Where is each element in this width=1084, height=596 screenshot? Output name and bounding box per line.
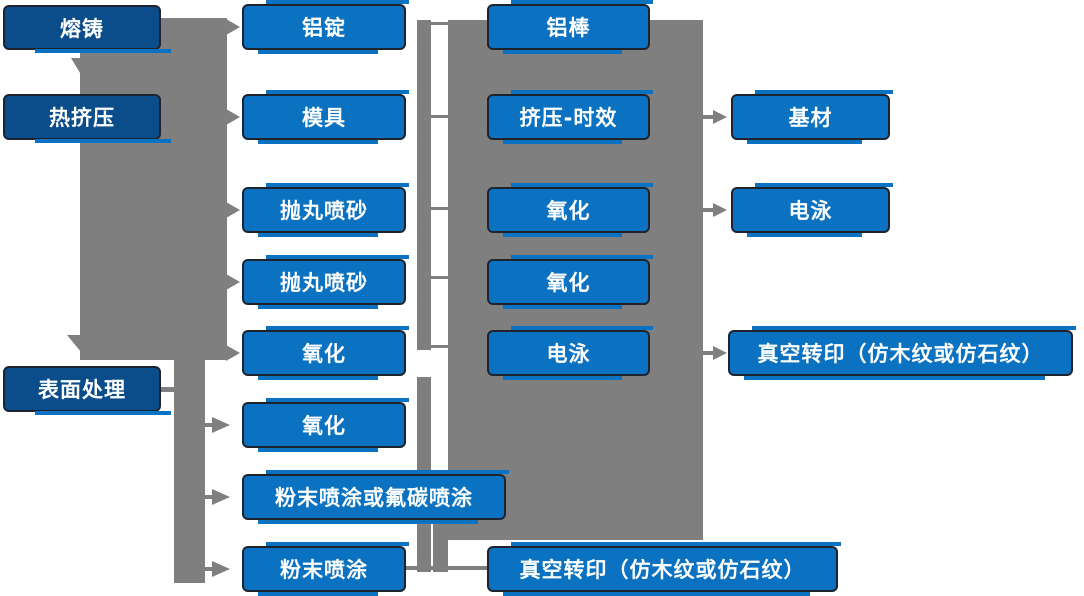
flow-box-melt-casting: 熔铸 (3, 5, 171, 53)
flow-box-vacuum-transfer-print-bottom: 真空转印（仿木纹或仿石纹） (487, 542, 841, 596)
flow-box-surface-treatment: 表面处理 (3, 366, 171, 415)
arrow-to-powder-fluoro-icon (212, 489, 230, 505)
flow-box-electrophoresis-2: 电泳 (731, 183, 893, 237)
flow-connector-shaft-to-electrophoresis (703, 208, 715, 212)
flow-box-label: 表面处理 (38, 378, 126, 402)
flow-connector-mid-link-row1 (430, 22, 448, 25)
arrow-to-vacuum-print-right-icon (713, 346, 727, 360)
flow-connector-bottom-link-line (406, 566, 487, 570)
flow-box-aluminum-rod: 铝棒 (487, 0, 653, 54)
flow-connector-mid-link-row4 (430, 276, 448, 279)
flow-connector-shaft-to-powder-coating (205, 567, 214, 571)
flow-box-label: 氧化 (546, 271, 591, 295)
flow-box-vacuum-transfer-print-right: 真空转印（仿木纹或仿石纹） (728, 326, 1076, 380)
flow-box-label: 模具 (302, 106, 346, 130)
flow-box-shot-blast-sandblast-1: 抛丸喷砂 (242, 183, 409, 237)
flow-connector-shaft-to-vacuum-print (703, 351, 715, 355)
arrow-to-electrophoresis-2-icon (713, 203, 727, 217)
flow-box-label: 挤压-时效 (519, 106, 618, 130)
flow-box-powder-coating: 粉末喷涂 (242, 542, 409, 596)
arrow-down-to-hot-extrusion-icon (71, 58, 101, 83)
flow-connector-left-trunk-upper (80, 18, 227, 360)
flow-connector-mid-bar-lower-2 (433, 524, 448, 572)
flow-box-electrophoresis-1: 电泳 (487, 326, 653, 380)
flow-box-label: 熔铸 (60, 16, 104, 41)
flow-connector-mid-bar-upper (417, 20, 431, 350)
arrow-to-shot-blast-1-icon (226, 202, 240, 218)
flow-box-powder-or-fluorocarbon-coat: 粉末喷涂或氟碳喷涂 (242, 470, 509, 524)
flow-box-label: 氧化 (302, 342, 346, 366)
arrow-to-oxidation-1-icon (226, 345, 240, 361)
flow-box-extrusion-aging: 挤压-时效 (487, 90, 653, 144)
arrow-to-shot-blast-2-icon (226, 274, 240, 290)
flow-box-label: 氧化 (302, 414, 346, 438)
flow-connector-shaft-to-oxidation-2 (205, 423, 214, 427)
flow-box-label: 氧化 (546, 199, 591, 223)
flow-box-label: 热挤压 (49, 106, 115, 130)
flow-box-label: 粉末喷涂 (280, 558, 368, 582)
flow-box-base-material: 基材 (731, 90, 893, 144)
flow-box-label: 抛丸喷砂 (280, 199, 368, 223)
flow-box-shot-blast-sandblast-2: 抛丸喷砂 (242, 255, 409, 309)
flow-box-label: 真空转印（仿木纹或仿石纹） (757, 342, 1044, 366)
arrow-to-oxidation-2-icon (212, 417, 230, 433)
flow-box-oxidation-4: 氧化 (487, 255, 653, 309)
flow-box-label: 铝棒 (546, 16, 591, 40)
arrow-to-aluminum-ingot-icon (226, 19, 240, 35)
flow-box-oxidation-1: 氧化 (242, 326, 409, 380)
flow-box-oxidation-2: 氧化 (242, 398, 409, 452)
flow-box-oxidation-3: 氧化 (487, 183, 653, 237)
flow-connector-mid-link-row2 (430, 115, 448, 118)
flow-box-label: 抛丸喷砂 (280, 271, 368, 295)
arrow-to-powder-coating-icon (212, 561, 230, 577)
flow-connector-left-trunk-lower (174, 358, 205, 583)
arrow-to-base-material-icon (713, 110, 727, 124)
flow-connector-shaft-to-base-material (703, 115, 715, 119)
flow-connector-shaft-to-powder-fluoro (205, 495, 214, 499)
flow-box-label: 铝锭 (302, 16, 346, 40)
flow-connector-mid-link-row5 (430, 345, 448, 348)
flow-box-label: 粉末喷涂或氟碳喷涂 (275, 486, 473, 510)
arrow-down-to-surface-treat-icon (67, 335, 105, 358)
flow-box-label: 基材 (788, 106, 833, 130)
flow-box-hot-extrusion: 热挤压 (3, 94, 171, 143)
flow-box-label: 电泳 (546, 342, 591, 366)
flow-connector-surface-treatment-stub (161, 387, 175, 392)
arrow-to-mold-icon (226, 109, 240, 125)
flow-box-mold: 模具 (242, 90, 409, 144)
flow-box-label: 电泳 (788, 199, 833, 223)
flow-box-aluminum-ingot: 铝锭 (242, 0, 409, 54)
flow-box-label: 真空转印（仿木纹或仿石纹） (519, 558, 806, 582)
flow-connector-mid-link-row3 (430, 207, 448, 210)
